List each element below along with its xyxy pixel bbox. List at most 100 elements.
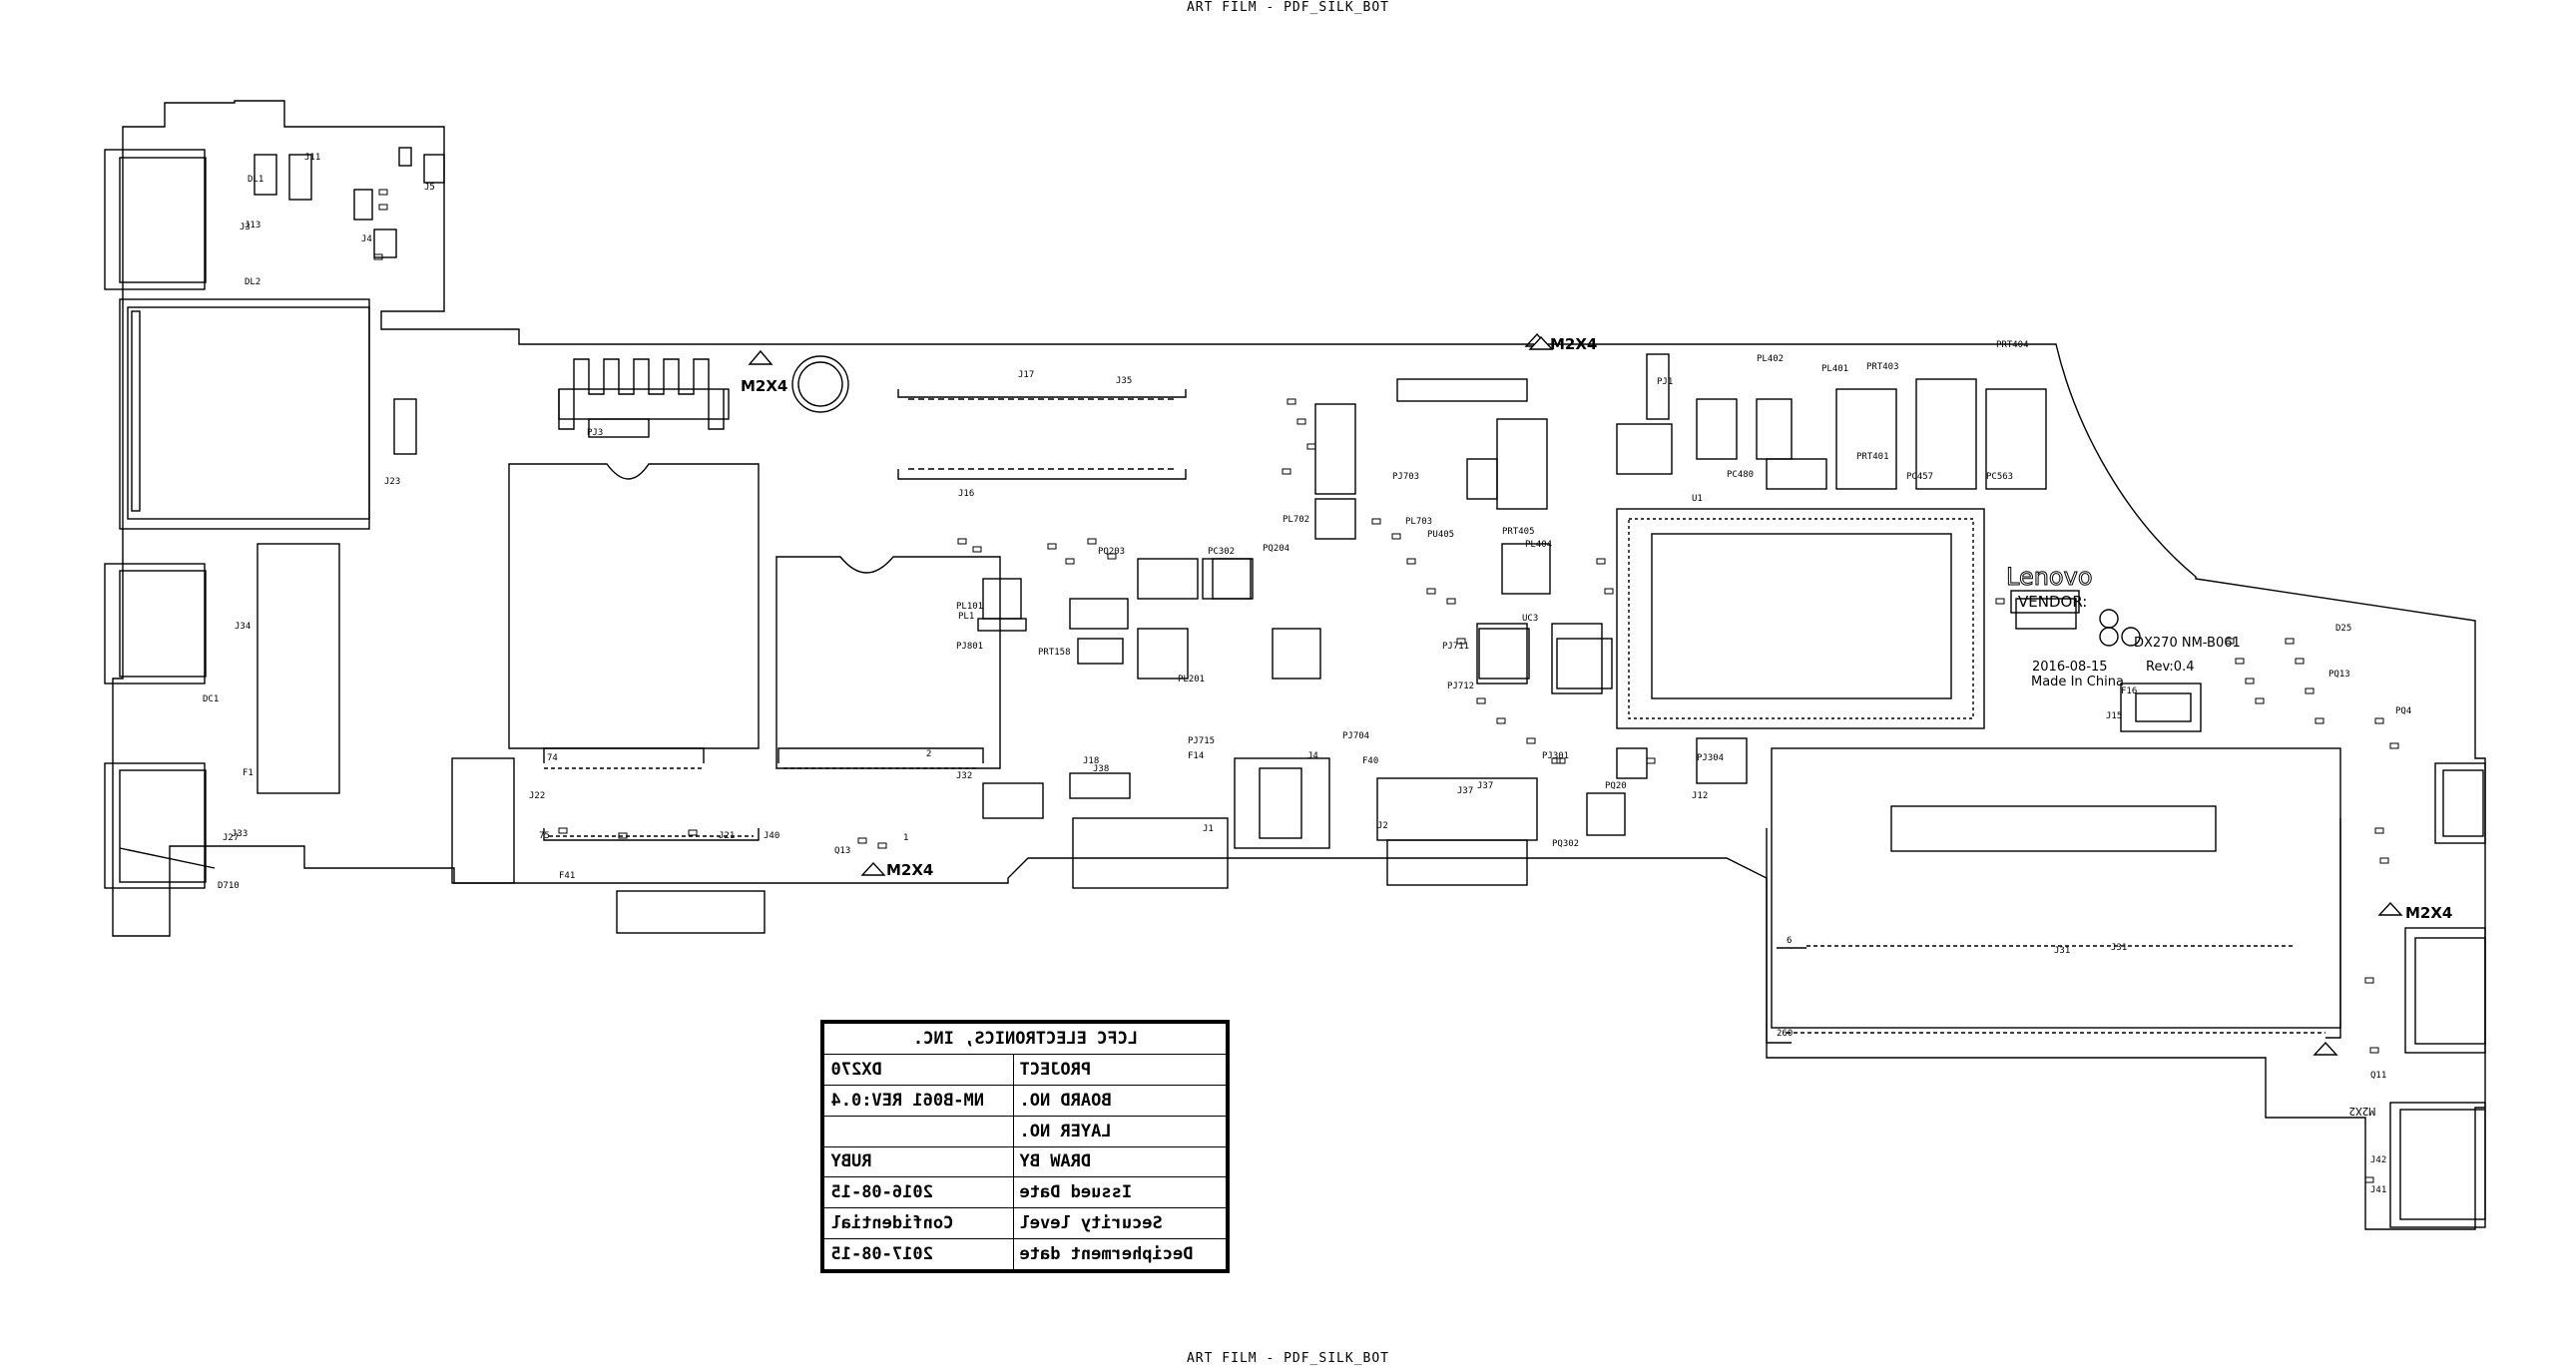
board-outline <box>112 100 2486 1230</box>
ref-label: PL402 <box>1757 354 1784 364</box>
ref-label: J42 <box>2370 1155 2386 1165</box>
ref-label: Q13 <box>834 846 850 856</box>
ref-label: PL401 <box>1821 364 1848 374</box>
ref-label: PJ715 <box>1188 736 1215 746</box>
ref-label: F16 <box>2121 686 2137 696</box>
company-name: LCFC ELECTRONICS, INC. <box>823 1023 1227 1055</box>
ref-label: PJ704 <box>1342 731 1369 741</box>
screw-mark: M2X2 <box>2349 1105 2376 1118</box>
ref-label: J21 <box>719 831 735 841</box>
ref-label: PL703 <box>1405 517 1432 527</box>
ref-label: J15 <box>2106 711 2122 721</box>
ref-label: F1 <box>243 768 254 778</box>
ref-label: J2 <box>1377 821 1388 831</box>
ref-label: J31 <box>2111 943 2127 953</box>
ref-label: PJ703 <box>1392 472 1419 482</box>
ref-label: J41 <box>2370 1185 2386 1195</box>
ref-label: F41 <box>559 871 575 881</box>
title-label: PROJECT <box>1013 1054 1227 1086</box>
ref-label: 1 <box>903 833 908 843</box>
ref-label: J11 <box>304 153 320 163</box>
ref-label: PL101 <box>956 602 983 612</box>
ref-label: 260 <box>1777 1029 1793 1039</box>
ref-label: PJ304 <box>1697 753 1724 763</box>
sodimm-slot <box>1771 747 2341 1029</box>
ref-label: J22 <box>529 791 545 801</box>
ref-label: PJ711 <box>1442 642 1469 652</box>
ref-label: J37 <box>1457 786 1473 796</box>
title-block: LCFC ELECTRONICS, INC. DX270 PROJECT NM-… <box>820 1020 1230 1273</box>
ref-label: PRT404 <box>1996 340 2029 350</box>
title-value <box>823 1116 1014 1146</box>
ref-label: UC3 <box>1522 614 1538 624</box>
ref-label: PL702 <box>1283 515 1309 525</box>
ref-label: J4 <box>1307 751 1318 761</box>
ref-label: J27 <box>223 833 239 843</box>
ref-label: Q11 <box>2370 1071 2386 1081</box>
screw-mark: M2X4 <box>886 861 933 879</box>
ref-label: PC563 <box>1986 472 2013 482</box>
ref-label: J16 <box>958 489 974 499</box>
title-label: LAYER NO. <box>1013 1116 1227 1146</box>
ref-label: PJ3 <box>587 428 603 438</box>
ref-label: J32 <box>956 771 972 781</box>
ref-label: J40 <box>764 831 779 841</box>
ref-label: PC457 <box>1906 472 1933 482</box>
ref-label: PQ13 <box>2328 670 2350 680</box>
ref-label: J34 <box>235 622 251 632</box>
title-value: 2017-08-15 <box>823 1238 1014 1270</box>
ref-label: J38 <box>1093 764 1109 774</box>
ref-label: PJ712 <box>1447 682 1474 691</box>
title-label: Security level <box>1013 1207 1227 1239</box>
title-value: RUBY <box>823 1146 1014 1177</box>
ref-label: J5 <box>424 183 435 193</box>
ref-label: PC480 <box>1727 470 1754 480</box>
ref-label: PL201 <box>1178 675 1205 684</box>
board-model: DX270 NM-B061 <box>2134 636 2241 651</box>
title-value: Confidential <box>823 1207 1014 1239</box>
film-header: ART FILM - PDF_SILK_BOT <box>1186 0 1389 15</box>
ref-label: J13 <box>245 221 260 230</box>
ref-label: PC302 <box>1208 547 1235 557</box>
ref-label: PRT405 <box>1502 527 1535 537</box>
ref-label: PRT158 <box>1038 648 1071 658</box>
ref-label: J31 <box>2054 946 2070 956</box>
ref-label: U1 <box>1692 494 1703 504</box>
title-label: BOARD NO. <box>1013 1085 1227 1117</box>
ref-label: PQ302 <box>1552 839 1579 849</box>
screw-mark: M2X4 <box>741 377 787 395</box>
screw-mark: M2X4 <box>1550 335 1597 353</box>
ref-label: J37 <box>1477 781 1493 791</box>
screw-mark: M2X4 <box>2405 904 2452 922</box>
title-label: Decipherment date <box>1013 1238 1227 1270</box>
ref-label: F40 <box>1362 756 1378 766</box>
ref-label: 74 <box>547 753 558 763</box>
ref-label: PJ301 <box>1542 751 1569 761</box>
ref-label: 6 <box>1787 936 1792 946</box>
ref-label: J23 <box>384 477 400 487</box>
ref-label: J35 <box>1116 376 1132 386</box>
ref-label: DL1 <box>248 175 263 185</box>
ref-label: J33 <box>232 829 248 839</box>
ref-label: PJ1 <box>1657 377 1673 387</box>
board-origin: Made In China <box>2031 675 2124 689</box>
ref-label: PJ801 <box>956 642 983 652</box>
board-date: 2016-08-15 <box>2032 660 2108 675</box>
ref-label: F14 <box>1188 751 1204 761</box>
ref-label: PQ204 <box>1263 544 1289 554</box>
ref-label: DL2 <box>245 277 260 287</box>
ref-label: J1 <box>1203 824 1214 834</box>
title-value: NM-B061 REV:0.4 <box>823 1085 1014 1117</box>
ref-label: J12 <box>1692 791 1708 801</box>
ref-label: DC1 <box>203 694 219 704</box>
ref-label: PQ203 <box>1098 547 1125 557</box>
title-value: DX270 <box>823 1054 1014 1086</box>
ref-label: J18 <box>1083 756 1099 766</box>
title-label: DRAW BY <box>1013 1146 1227 1177</box>
ref-label: J4 <box>361 234 372 244</box>
ref-label: J17 <box>1018 370 1034 380</box>
vendor-label: VENDOR: <box>2018 593 2087 611</box>
film-footer: ART FILM - PDF_SILK_BOT <box>1186 1351 1389 1366</box>
ref-label: 75 <box>539 831 550 841</box>
ref-label: PQ4 <box>2395 706 2411 716</box>
